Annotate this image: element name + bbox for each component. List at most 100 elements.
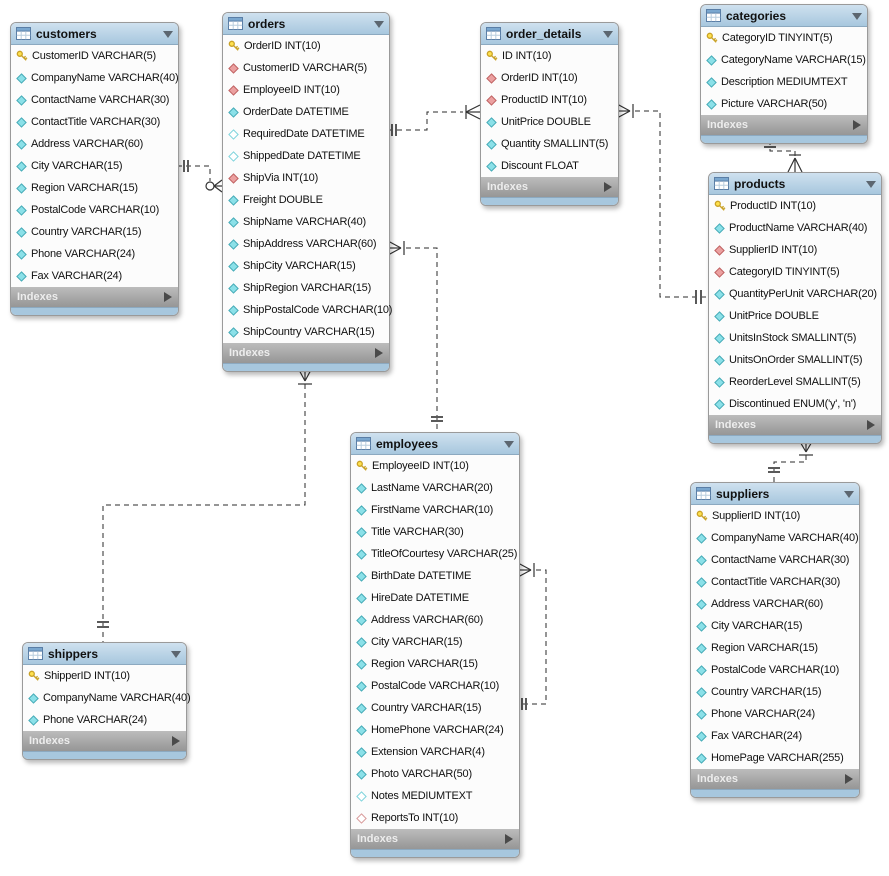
column-label: CategoryName VARCHAR(15) (721, 54, 866, 66)
column-row: Discontinued ENUM('y', 'n') (709, 393, 881, 415)
table-header-order_details[interactable]: order_details (481, 23, 618, 45)
primary-key-icon (28, 670, 40, 681)
collapse-caret-icon[interactable] (866, 177, 876, 191)
table-header-orders[interactable]: orders (223, 13, 389, 35)
column-row: CompanyName VARCHAR(40) (23, 687, 191, 709)
primary-key-icon (356, 460, 368, 471)
collapse-caret-icon[interactable] (852, 9, 862, 23)
column-label: CategoryID TINYINT(5) (722, 32, 833, 44)
table-categories[interactable]: categories CategoryID TINYINT(5) Category… (700, 4, 868, 144)
column-label: City VARCHAR(15) (711, 620, 803, 632)
relationship-employees-reportsto[interactable] (517, 562, 547, 710)
foreign-key-icon (714, 266, 725, 278)
column-label: ProductID INT(10) (730, 200, 816, 212)
table-customers[interactable]: customers CustomerID VARCHAR(5)CompanyNa… (10, 22, 179, 316)
column-label: Address VARCHAR(60) (371, 614, 484, 626)
column-icon (356, 636, 367, 648)
column-row: Phone VARCHAR(24) (23, 709, 186, 731)
expand-arrow-icon[interactable] (604, 182, 612, 192)
table-header-shippers[interactable]: shippers (23, 643, 186, 665)
indexes-row[interactable]: Indexes (691, 769, 859, 789)
table-suppliers[interactable]: suppliers SupplierID INT(10)CompanyName … (690, 482, 860, 798)
relationship-orders-order_details[interactable] (388, 104, 481, 136)
relationship-customers-orders[interactable] (177, 160, 223, 193)
expand-arrow-icon[interactable] (172, 736, 180, 746)
collapse-caret-icon[interactable] (844, 487, 854, 501)
column-label: PostalCode VARCHAR(10) (31, 204, 160, 216)
column-row: Freight DOUBLE (223, 189, 389, 211)
column-label: CustomerID VARCHAR(5) (243, 62, 367, 74)
table-header-suppliers[interactable]: suppliers (691, 483, 859, 505)
indexes-row[interactable]: Indexes (23, 731, 186, 751)
column-label: ContactTitle VARCHAR(30) (31, 116, 161, 128)
column-icon (228, 260, 239, 272)
column-label: Region VARCHAR(15) (31, 182, 138, 194)
table-order_details[interactable]: order_details ID INT(10)OrderID INT(10)P… (480, 22, 619, 206)
table-icon (228, 17, 243, 30)
column-icon (228, 282, 239, 294)
column-row: Country VARCHAR(15) (691, 681, 859, 703)
collapse-caret-icon[interactable] (603, 27, 613, 41)
expand-arrow-icon[interactable] (505, 834, 513, 844)
column-row: HireDate DATETIME (351, 587, 519, 609)
column-label: BirthDate DATETIME (371, 570, 472, 582)
expand-arrow-icon[interactable] (867, 420, 875, 430)
indexes-label: Indexes (229, 347, 270, 359)
relationship-shippers-orders[interactable] (97, 367, 313, 642)
table-header-employees[interactable]: employees (351, 433, 519, 455)
column-icon (706, 98, 717, 110)
indexes-row[interactable]: Indexes (481, 177, 618, 197)
table-footer (691, 789, 859, 797)
column-row: SupplierID INT(10) (709, 239, 881, 261)
primary-key-icon (486, 50, 498, 61)
column-label: Country VARCHAR(15) (371, 702, 482, 714)
table-products[interactable]: products ProductID INT(10)ProductName VA… (708, 172, 882, 444)
table-employees[interactable]: employees EmployeeID INT(10)LastName VAR… (350, 432, 520, 858)
relationship-employees-orders[interactable] (387, 240, 443, 432)
column-label: ID INT(10) (502, 50, 552, 62)
column-row: CategoryID TINYINT(5) (701, 27, 867, 49)
column-row: ContactName VARCHAR(30) (11, 89, 178, 111)
column-row: ShipperID INT(10) (23, 665, 186, 687)
column-row: OrderID INT(10) (223, 35, 389, 57)
table-header-customers[interactable]: customers (11, 23, 178, 45)
expand-arrow-icon[interactable] (164, 292, 172, 302)
table-icon (356, 437, 371, 450)
column-row: Fax VARCHAR(24) (691, 725, 859, 747)
column-icon (696, 752, 707, 764)
column-row: Phone VARCHAR(24) (691, 703, 859, 725)
column-icon (706, 76, 717, 88)
collapse-caret-icon[interactable] (163, 27, 173, 41)
table-shippers[interactable]: shippers ShipperID INT(10)CompanyName VA… (22, 642, 191, 760)
indexes-row[interactable]: Indexes (701, 115, 867, 135)
collapse-caret-icon[interactable] (504, 437, 514, 451)
column-icon (16, 160, 27, 172)
column-icon (714, 376, 725, 388)
indexes-row[interactable]: Indexes (223, 343, 389, 363)
collapse-caret-icon[interactable] (171, 647, 181, 661)
column-icon (356, 702, 367, 714)
column-icon (714, 332, 725, 344)
expand-arrow-icon[interactable] (845, 774, 853, 784)
column-icon (696, 686, 707, 698)
relationship-products-order_details[interactable] (616, 103, 708, 304)
column-row: Photo VARCHAR(50) (351, 763, 519, 785)
column-row: CompanyName VARCHAR(40) (11, 67, 179, 89)
table-header-products[interactable]: products (709, 173, 881, 195)
expand-arrow-icon[interactable] (853, 120, 861, 130)
indexes-row[interactable]: Indexes (11, 287, 178, 307)
expand-arrow-icon[interactable] (375, 348, 383, 358)
column-row: TitleOfCourtesy VARCHAR(25) (351, 543, 519, 565)
indexes-row[interactable]: Indexes (351, 829, 519, 849)
column-label: ShipVia INT(10) (243, 172, 319, 184)
foreign-key-icon (228, 84, 239, 96)
column-icon (356, 482, 367, 494)
table-orders[interactable]: orders OrderID INT(10) CustomerID VARCHAR… (222, 12, 392, 372)
relationship-categories-products[interactable] (764, 140, 803, 173)
column-icon (696, 708, 707, 720)
indexes-row[interactable]: Indexes (709, 415, 881, 435)
collapse-caret-icon[interactable] (374, 17, 384, 31)
table-header-categories[interactable]: categories (701, 5, 867, 27)
relationship-suppliers-products[interactable] (768, 439, 814, 482)
column-row: OrderDate DATETIME (223, 101, 389, 123)
